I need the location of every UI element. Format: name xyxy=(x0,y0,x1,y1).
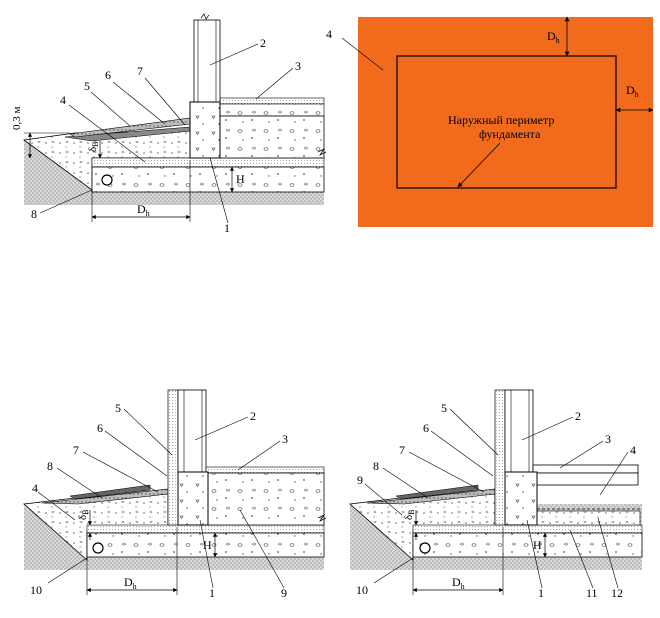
fig3-label-12: 12 xyxy=(611,586,623,600)
dh-label: Dh xyxy=(137,202,150,218)
label-7: 7 xyxy=(137,64,143,78)
label-5: 5 xyxy=(84,79,90,93)
fig2-label-5: 5 xyxy=(115,401,121,415)
floor-insulation xyxy=(219,97,325,105)
label-3: 3 xyxy=(295,59,301,73)
fig2-delta: δB xyxy=(77,509,90,520)
fig3-label-5: 5 xyxy=(441,401,447,415)
floor-base xyxy=(219,115,325,159)
fig2-label-8: 8 xyxy=(47,459,53,473)
fig3-h: H xyxy=(533,538,542,552)
height-label: 0,3 м xyxy=(11,107,23,131)
fig3-dh: Dh xyxy=(452,575,465,591)
drain-pipe xyxy=(101,174,113,186)
fig2-label-6: 6 xyxy=(97,421,103,435)
plan-fill xyxy=(358,17,653,227)
delta-label: δB xyxy=(87,141,100,152)
fig2-label-3: 3 xyxy=(282,432,288,446)
plan-text-1: Наружный периметр xyxy=(448,113,554,127)
label-6: 6 xyxy=(105,68,111,82)
fig2-label-4: 4 xyxy=(32,481,38,495)
plan-dh-top: Dh xyxy=(547,29,560,45)
fig3-label-4: 4 xyxy=(630,443,636,457)
label-2: 2 xyxy=(260,36,266,50)
foundation-slab xyxy=(91,166,325,193)
fig2-label-7: 7 xyxy=(73,443,79,457)
fig2-label-9: 9 xyxy=(281,586,287,600)
fig2-label-10: 10 xyxy=(30,583,42,597)
figure-3-section: δB H Dh 2 3 4 5 6 7 8 9 10 1 11 12 xyxy=(349,389,643,600)
label-8: 8 xyxy=(31,207,37,221)
fig3-label-7: 7 xyxy=(399,443,405,457)
fig3-label-1: 1 xyxy=(538,586,544,600)
fig3-label-8: 8 xyxy=(373,459,379,473)
foundation-perimeter xyxy=(396,55,617,189)
fig2-dh: Dh xyxy=(124,575,137,591)
plan-dh-right: Dh xyxy=(626,83,639,99)
insulation-horizontal xyxy=(91,157,325,168)
floor-slab xyxy=(219,103,325,117)
fig3-label-3: 3 xyxy=(605,432,611,446)
label-1: 1 xyxy=(224,221,230,235)
figure-1-section: 0,3 м δB H Dh 2 3 7 6 5 4 8 1 xyxy=(11,13,327,235)
fig3-delta: δB xyxy=(403,509,416,520)
fig3-label-11: 11 xyxy=(586,586,598,600)
plan-label-4: 4 xyxy=(326,27,332,41)
foundation-block xyxy=(189,101,221,159)
h-label: H xyxy=(236,172,245,186)
fig3-label-2: 2 xyxy=(575,409,581,423)
fig3-label-10: 10 xyxy=(356,583,368,597)
fig2-label-1: 1 xyxy=(209,586,215,600)
fig3-label-6: 6 xyxy=(423,421,429,435)
plan-view: Dh Dh Наружный периметр фундамента 4 xyxy=(326,16,654,227)
figure-2-section: δB H Dh 2 3 5 6 7 8 4 10 1 9 xyxy=(23,389,327,600)
wall xyxy=(193,19,221,103)
fig3-label-9: 9 xyxy=(357,473,363,487)
fig2-label-2: 2 xyxy=(250,409,256,423)
fig2-h: H xyxy=(203,538,212,552)
label-4: 4 xyxy=(60,93,66,107)
plan-text-2: фундамента xyxy=(479,127,541,141)
